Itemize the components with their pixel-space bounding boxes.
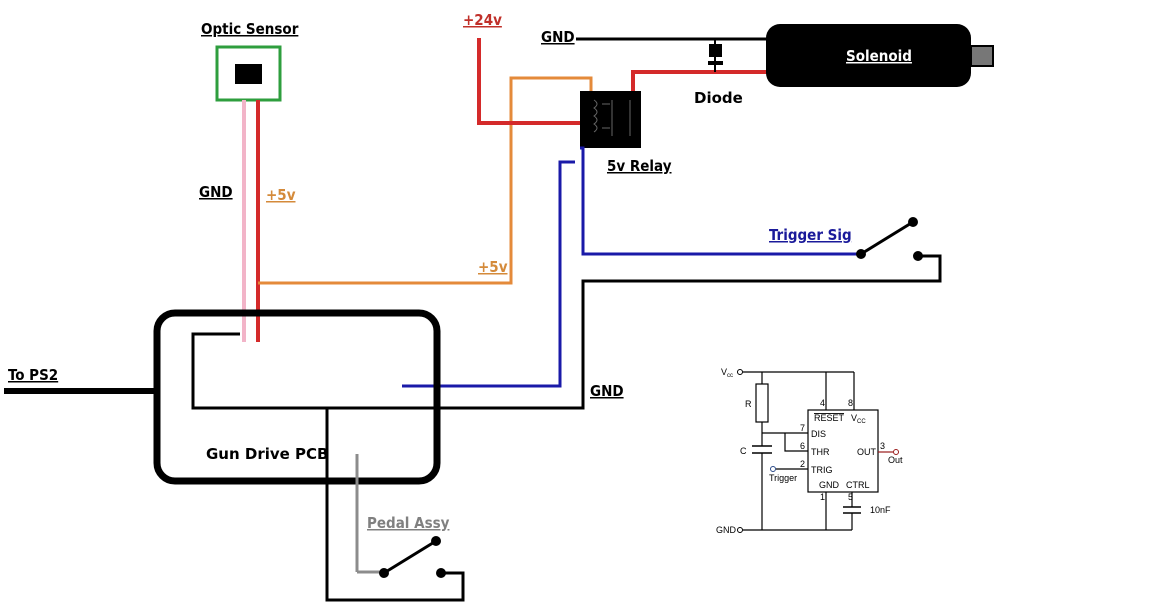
timer-pin3-num: 3 xyxy=(880,441,885,451)
timer-pin7-num: 7 xyxy=(800,423,805,433)
timer-trigger-terminal xyxy=(770,466,776,472)
relay-solenoid-wire xyxy=(631,70,770,91)
solenoid-body xyxy=(766,24,971,87)
relay-label: 5v Relay xyxy=(607,157,672,175)
timer-pin6-num: 6 xyxy=(800,441,805,451)
relay-body xyxy=(580,91,641,148)
timer-cap-value: 10nF xyxy=(870,505,891,515)
timer-trigger-label: Trigger xyxy=(769,473,797,483)
timer-pin4-num: 4 xyxy=(820,398,825,408)
timer-gnd-chip-label: GND xyxy=(819,480,840,490)
trigger-switch-contact-2 xyxy=(908,217,918,227)
plus24v-label: +24v xyxy=(463,11,502,29)
timer-chip xyxy=(807,409,879,493)
gun-drive-pcb-label: Gun Drive PCB xyxy=(206,445,329,463)
timer-thr-wire xyxy=(784,433,808,452)
timer-vcc-chip-label: V xyxy=(851,413,857,423)
trigger-blue-wire xyxy=(580,146,860,256)
pedal-switch-contact-2 xyxy=(431,536,441,546)
optic-sensor-box xyxy=(215,45,282,102)
timer-out-label: OUT xyxy=(857,447,877,457)
timer-pin5-num: 5 xyxy=(848,492,853,502)
trigger-gnd-wire xyxy=(191,254,942,410)
timer-555-schematic: V cc R C 4 8 RESET V CC 7 DIS 6 THR 2 xyxy=(716,367,903,535)
plus5v-wire xyxy=(258,76,593,285)
pcb-blue-wire xyxy=(402,160,575,388)
pedal-assy-label: Pedal Assy xyxy=(367,514,450,532)
trigger-switch-lever xyxy=(860,220,914,256)
timer-resistor xyxy=(755,383,769,423)
diode-label: Diode xyxy=(694,89,743,107)
optic-sensor-element xyxy=(235,64,262,84)
gnd-pcb-label: GND xyxy=(590,382,624,400)
to-ps2-label: To PS2 xyxy=(8,366,58,384)
gnd-top-label: GND xyxy=(541,28,575,46)
timer-out-ext-label: Out xyxy=(888,455,903,465)
relay-coil-icon xyxy=(593,99,631,136)
timer-gnd-terminal xyxy=(737,527,743,533)
solenoid-plunger xyxy=(970,45,994,67)
timer-pin2-num: 2 xyxy=(800,459,805,469)
solenoid-label: Solenoid xyxy=(846,47,912,65)
gun-drive-pcb xyxy=(153,309,441,485)
timer-out-terminal xyxy=(893,449,899,455)
plus24v-wire xyxy=(477,38,580,125)
pedal-switch-lever xyxy=(383,539,437,575)
timer-gnd-label: GND xyxy=(716,525,737,535)
trigger-sig-label: Trigger Sig xyxy=(769,226,852,244)
sensor-5v-label: +5v xyxy=(266,186,296,204)
timer-dis-label: DIS xyxy=(811,429,826,439)
timer-r-label: R xyxy=(745,399,752,409)
diode-body xyxy=(709,44,722,57)
timer-vcc-sub: cc xyxy=(727,373,733,379)
timer-vcc-chip-sub: CC xyxy=(857,419,866,425)
diode-band xyxy=(708,61,723,65)
pedal-gnd-wire xyxy=(325,408,465,602)
optic-sensor-label: Optic Sensor xyxy=(201,20,299,38)
sensor-gnd-label: GND xyxy=(199,183,233,201)
timer-ctrl-label: CTRL xyxy=(846,480,870,490)
timer-pin8-num: 8 xyxy=(848,398,853,408)
timer-c-label: C xyxy=(740,446,747,456)
timer-pin1-num: 1 xyxy=(820,492,825,502)
timer-vcc-label: V xyxy=(721,367,727,377)
plus5v-wire-label: +5v xyxy=(478,258,508,276)
timer-trig-label: TRIG xyxy=(811,465,833,475)
timer-thr-label: THR xyxy=(811,447,830,457)
timer-vcc-terminal xyxy=(737,369,743,375)
timer-reset-label: RESET xyxy=(814,413,845,423)
